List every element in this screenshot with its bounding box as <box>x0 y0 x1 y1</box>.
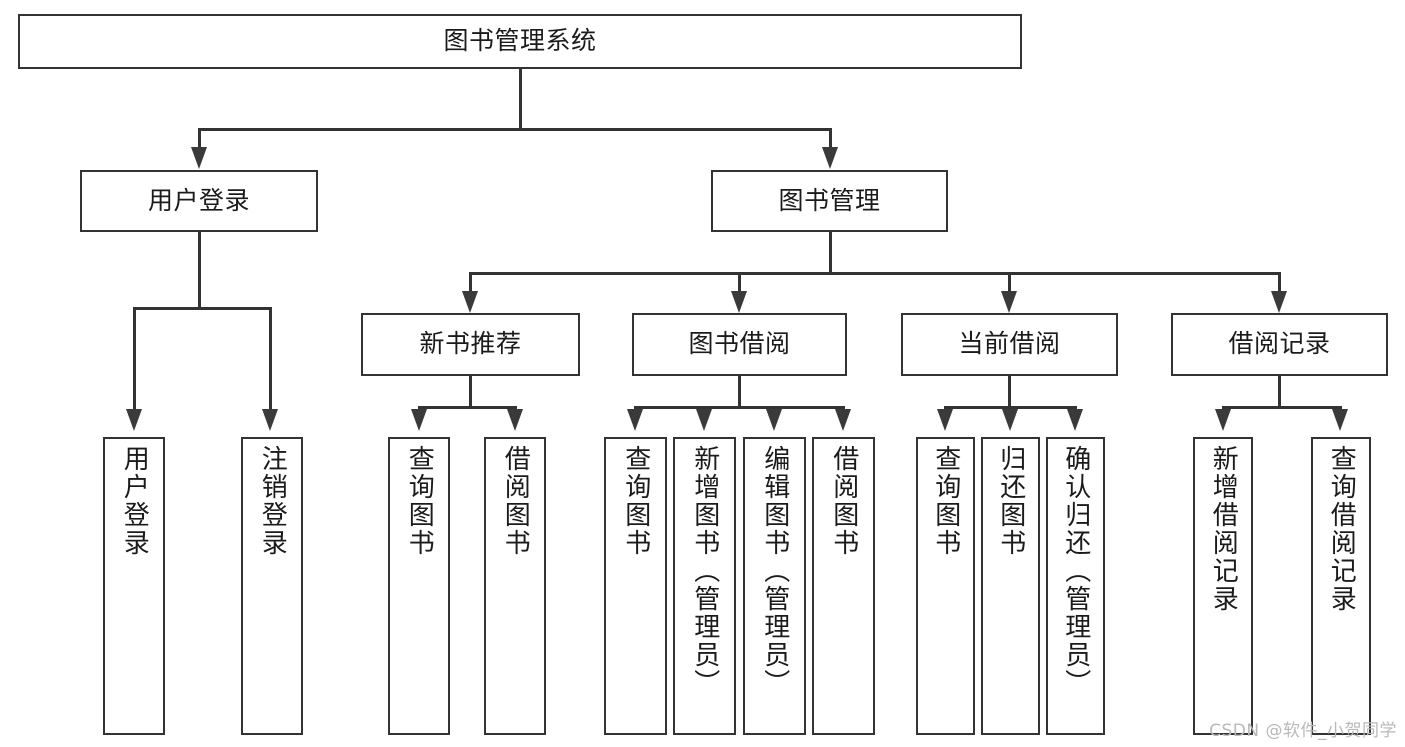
node-book-management[interactable]: 图书管理 <box>711 170 948 232</box>
connector-current-borrow-stem <box>1008 376 1011 408</box>
arrow-leaf-query-book-2 <box>627 409 643 431</box>
connector-current-borrow-drop-3 <box>1074 406 1077 410</box>
leaf-logout[interactable]: 注销登录 <box>241 437 303 735</box>
arrow-leaf-confirm-return <box>1067 409 1083 431</box>
connector-level2-bus <box>198 128 832 131</box>
connector-borrow-record-bus <box>1222 406 1342 409</box>
leaf-borrow-book[interactable]: 借阅图书 <box>812 437 875 735</box>
leaf-borrow-book-recommend[interactable]: 借阅图书 <box>484 437 546 735</box>
node-label: 归还图书 <box>995 445 1026 557</box>
arrow-leaf-edit-book <box>766 409 782 431</box>
arrow-leaf-add-record <box>1215 409 1231 431</box>
connector-book-manage-stem <box>829 232 832 274</box>
connector-new-book-drop-2 <box>514 406 517 410</box>
leaf-query-borrow-record[interactable]: 查询借阅记录 <box>1311 437 1371 735</box>
connector-borrow-book-bus <box>634 406 845 409</box>
arrow-to-user-login <box>191 147 207 169</box>
arrow-leaf-logout <box>262 409 278 431</box>
arrow-to-borrow-book <box>731 291 747 313</box>
node-label: 确认归还（管理员） <box>1060 445 1091 697</box>
node-label: 借阅图书 <box>828 445 859 557</box>
connector-borrow-book-drop-1 <box>634 406 637 410</box>
connector-new-book-stem <box>469 376 472 408</box>
node-label: 查询借阅记录 <box>1326 445 1357 613</box>
leaf-return-book[interactable]: 归还图书 <box>981 437 1040 735</box>
arrow-leaf-query-book-1 <box>411 409 427 431</box>
node-label: 借阅图书 <box>500 445 531 557</box>
leaf-user-login[interactable]: 用户登录 <box>103 437 165 735</box>
connector-borrow-record-stem <box>1278 376 1281 408</box>
leaf-query-book-borrow[interactable]: 查询图书 <box>604 437 667 735</box>
connector-borrow-book-drop-3 <box>773 406 776 410</box>
node-label: 用户登录 <box>119 445 150 557</box>
leaf-add-borrow-record[interactable]: 新增借阅记录 <box>1193 437 1253 735</box>
arrow-to-new-book <box>462 291 478 313</box>
leaf-add-book-admin[interactable]: 新增图书（管理员） <box>673 437 736 735</box>
connector-borrow-record-drop-1 <box>1222 406 1225 410</box>
connector-level3-bus <box>469 272 1281 275</box>
node-borrow-record[interactable]: 借阅记录 <box>1171 313 1388 376</box>
node-label: 编辑图书（管理员） <box>759 445 790 697</box>
leaf-confirm-return-admin[interactable]: 确认归还（管理员） <box>1046 437 1105 735</box>
connector-to-current-borrow <box>1008 272 1011 292</box>
node-label: 新增图书（管理员） <box>689 445 720 697</box>
leaf-query-book-current[interactable]: 查询图书 <box>916 437 975 735</box>
connector-to-new-book <box>469 272 472 292</box>
arrow-to-book-manage <box>822 147 838 169</box>
arrow-leaf-add-book <box>696 409 712 431</box>
connector-root-stem <box>519 69 522 129</box>
connector-borrow-book-drop-2 <box>703 406 706 410</box>
node-label: 图书管理 <box>778 185 881 215</box>
arrow-to-current-borrow <box>1001 291 1017 313</box>
connector-borrow-book-drop-4 <box>842 406 845 410</box>
arrow-leaf-return-book <box>1002 409 1018 431</box>
node-label: 图书管理系统 <box>443 26 597 56</box>
connector-new-book-bus <box>418 406 517 409</box>
node-user-login[interactable]: 用户登录 <box>80 170 318 232</box>
connector-to-borrow-record <box>1278 272 1281 292</box>
watermark-text: CSDN @软件_小贺同学 <box>1209 721 1397 741</box>
leaf-query-book-recommend[interactable]: 查询图书 <box>388 437 450 735</box>
node-label: 借阅记录 <box>1228 329 1331 359</box>
node-label: 注销登录 <box>257 445 288 557</box>
node-label: 新书推荐 <box>419 329 522 359</box>
connector-current-borrow-drop-1 <box>944 406 947 410</box>
node-root-library-system[interactable]: 图书管理系统 <box>18 14 1022 69</box>
connector-new-book-drop-1 <box>418 406 421 410</box>
connector-borrow-record-drop-2 <box>1339 406 1342 410</box>
node-label: 新增借阅记录 <box>1208 445 1239 613</box>
arrow-to-borrow-record <box>1271 291 1287 313</box>
leaf-edit-book-admin[interactable]: 编辑图书（管理员） <box>743 437 806 735</box>
node-book-borrow[interactable]: 图书借阅 <box>632 313 847 376</box>
arrow-leaf-borrow-book-1 <box>507 409 523 431</box>
connector-borrow-book-stem <box>738 376 741 408</box>
arrow-leaf-borrow-book-2 <box>835 409 851 431</box>
connector-user-login-stem <box>198 232 201 308</box>
node-label: 图书借阅 <box>688 329 791 359</box>
node-label: 查询图书 <box>930 445 961 557</box>
connector-user-login-drop-2 <box>269 307 272 410</box>
connector-user-login-bus <box>133 307 272 310</box>
node-label: 查询图书 <box>404 445 435 557</box>
arrow-leaf-user-login <box>126 409 142 431</box>
connector-current-borrow-drop-2 <box>1009 406 1012 410</box>
node-label: 查询图书 <box>620 445 651 557</box>
node-label: 当前借阅 <box>958 329 1061 359</box>
connector-to-user-login <box>198 128 201 148</box>
node-current-borrow[interactable]: 当前借阅 <box>901 313 1118 376</box>
node-label: 用户登录 <box>147 185 250 215</box>
connector-to-borrow-book <box>738 272 741 292</box>
arrow-leaf-query-record <box>1332 409 1348 431</box>
arrow-leaf-query-book-3 <box>937 409 953 431</box>
connector-to-book-manage <box>829 128 832 148</box>
connector-user-login-drop-1 <box>133 307 136 410</box>
node-new-book-recommend[interactable]: 新书推荐 <box>361 313 580 376</box>
